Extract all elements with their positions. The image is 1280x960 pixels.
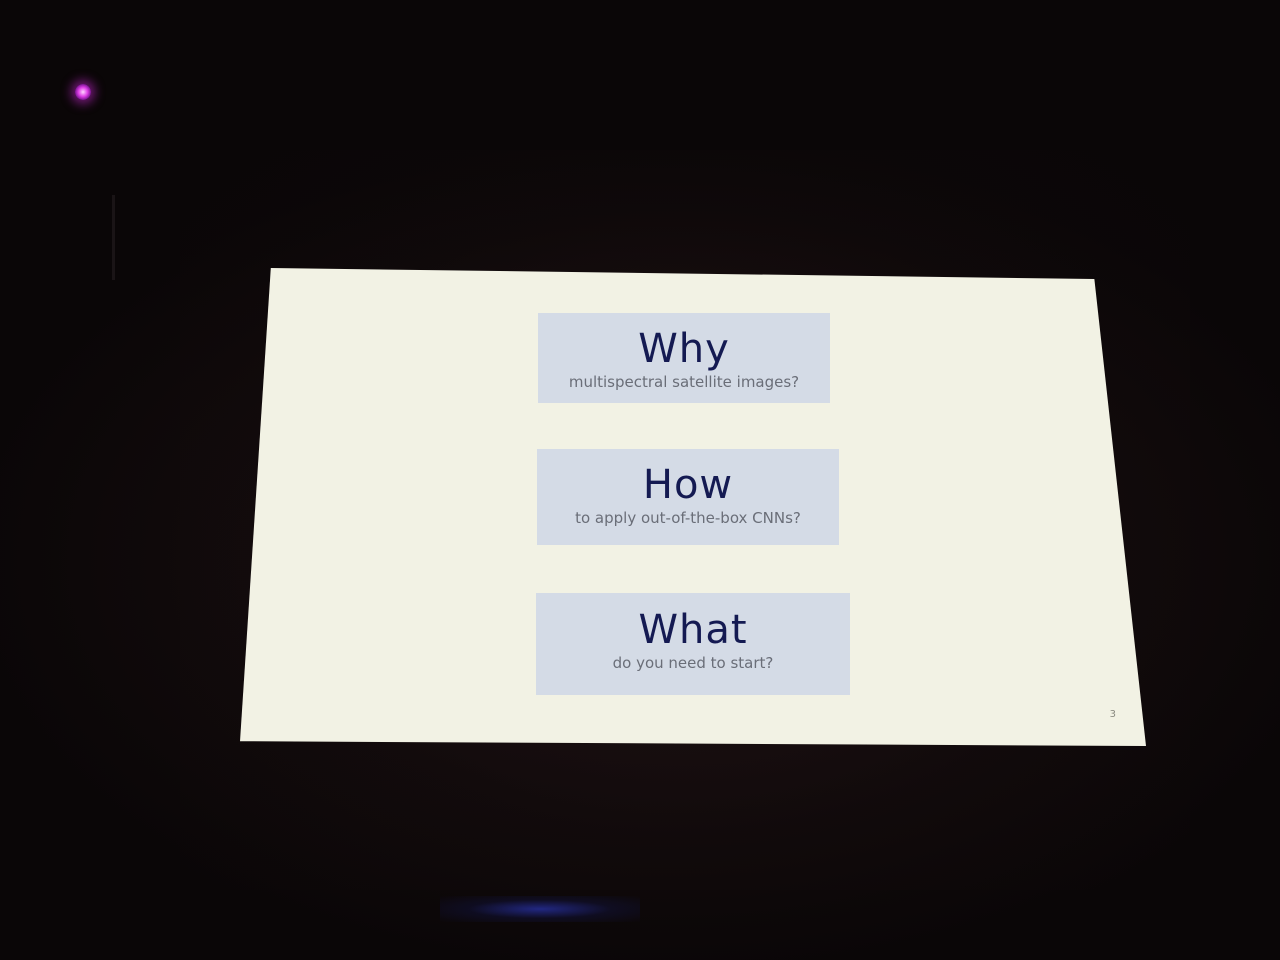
why-card: Why multispectral satellite images? (538, 313, 830, 403)
why-subtitle: multispectral satellite images? (568, 373, 800, 391)
blue-light-glow (440, 896, 640, 922)
how-card: How to apply out-of-the-box CNNs? (537, 449, 839, 545)
what-card: What do you need to start? (536, 593, 850, 695)
how-subtitle: to apply out-of-the-box CNNs? (575, 509, 801, 527)
how-title: How (642, 462, 734, 508)
led-light-icon (75, 84, 91, 100)
equipment-stand (112, 195, 115, 280)
presentation-slide: Why multispectral satellite images? How … (240, 268, 1146, 746)
why-title: Why (638, 326, 730, 372)
slide-page-number: 3 (1109, 709, 1116, 720)
what-title: What (638, 607, 748, 653)
what-subtitle: do you need to start? (612, 654, 774, 672)
